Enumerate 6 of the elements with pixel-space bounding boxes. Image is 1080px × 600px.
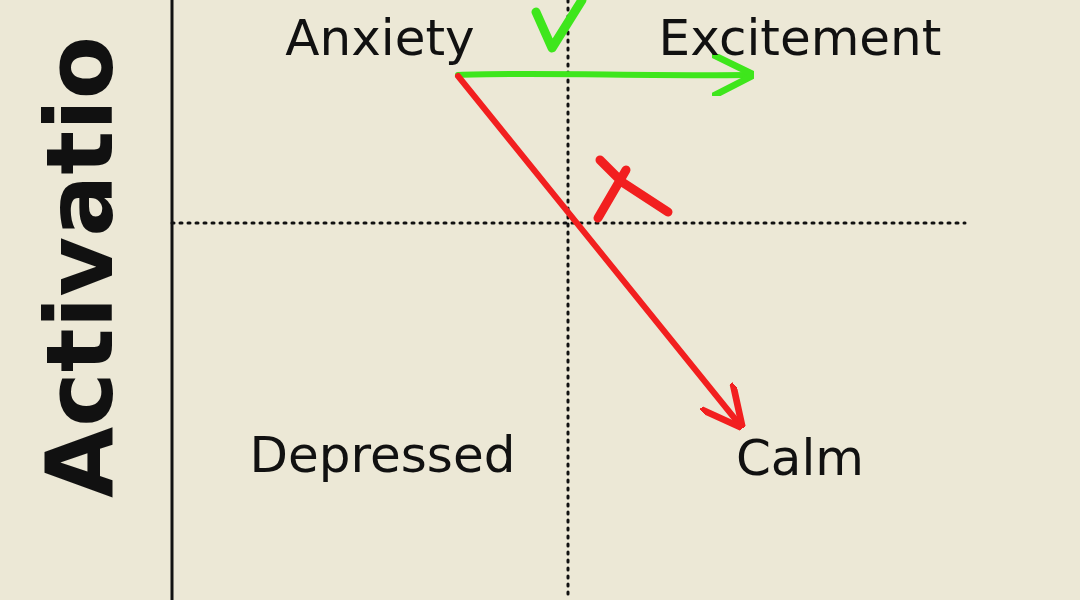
emotion-label: Excitement bbox=[658, 12, 942, 63]
emotion-label: Depressed bbox=[249, 430, 516, 480]
arrow bbox=[455, 73, 746, 432]
emotion-label: Calm bbox=[735, 432, 865, 483]
emotion-label: Anxiety bbox=[285, 12, 475, 63]
axis-title: Activatio bbox=[35, 35, 127, 498]
